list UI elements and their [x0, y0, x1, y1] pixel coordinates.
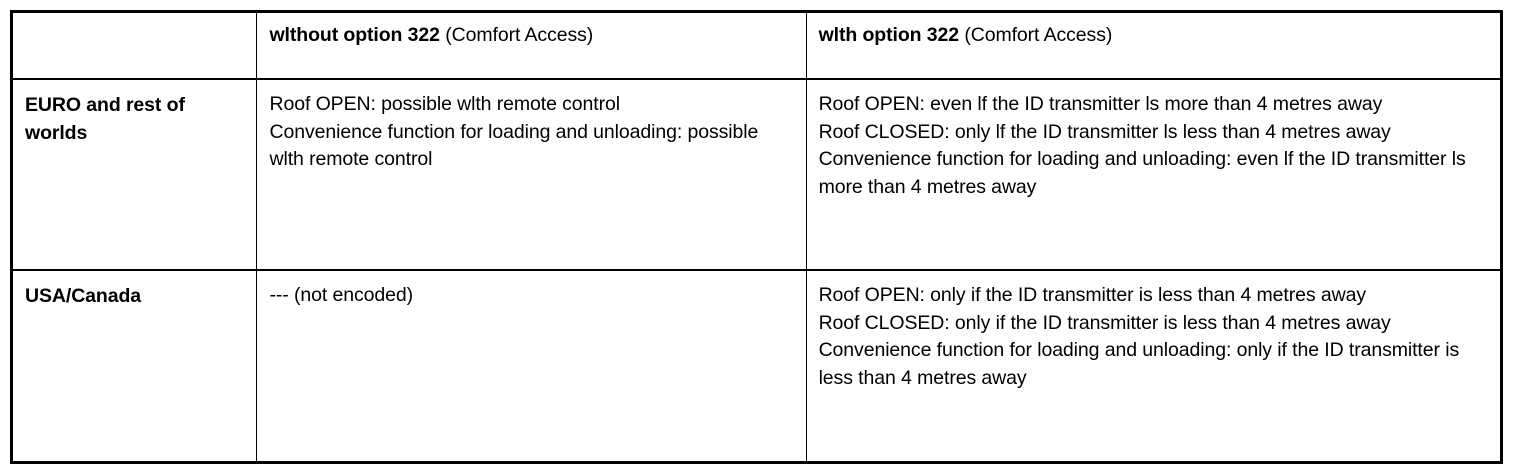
header-with-option-strong: wlth option 322	[818, 24, 960, 46]
header-without-option-rest: (Comfort Access)	[439, 24, 594, 46]
with-option-euro-para-1: Roof OPEN: even lf the ID transmitter ls…	[818, 93, 1383, 116]
cell-with-option-euro: Roof OPEN: even lf the ID transmitter ls…	[806, 79, 1502, 272]
without-option-euro-para-2: Convenience function for loading and unl…	[269, 120, 759, 171]
cell-with-option-usa-canada: Roof OPEN: only if the ID transmitter is…	[806, 270, 1502, 463]
region-name-usa-canada: USA/Canada	[25, 285, 142, 308]
region-name-euro: EURO and rest of worlds	[25, 94, 185, 144]
without-option-usa-canada-para-1: --- (not encoded)	[269, 284, 414, 307]
region-label-wrapper-euro: EURO and rest of worlds	[13, 80, 256, 157]
header-without-option-text: wlthout option 322 (Comfort Access)	[257, 13, 805, 58]
with-option-euro-para-2: Roof CLOSED: only lf the ID transmitter …	[818, 120, 1391, 143]
with-option-usa-canada-para-3: Convenience function for loading and unl…	[818, 339, 1460, 389]
without-option-euro-para-1: Roof OPEN: possible wlth remote control	[269, 93, 620, 116]
header-cell-with-option: wlth option 322 (Comfort Access)	[806, 11, 1502, 81]
table-row-usa-canada: USA/Canada --- (not encoded) Roof OPEN: …	[11, 270, 1502, 463]
table-row-euro: EURO and rest of worlds Roof OPEN: possi…	[11, 79, 1502, 272]
with-option-usa-canada-content: Roof OPEN: only if the ID transmitter is…	[807, 271, 1500, 402]
header-cell-region	[11, 11, 258, 81]
with-option-usa-canada-para-2: Roof CLOSED: only if the ID transmitter …	[818, 311, 1391, 334]
header-without-option-strong: wlthout option 322	[269, 24, 440, 46]
cell-region-euro: EURO and rest of worlds	[11, 79, 258, 272]
without-option-euro-content: Roof OPEN: possible wlth remote control …	[257, 80, 805, 184]
header-with-option-text: wlth option 322 (Comfort Access)	[807, 13, 1500, 58]
cell-without-option-usa-canada: --- (not encoded)	[256, 270, 807, 463]
region-label-wrapper-usa-canada: USA/Canada	[13, 271, 256, 321]
with-option-euro-content: Roof OPEN: even lf the ID transmitter ls…	[807, 80, 1500, 211]
with-option-euro-para-3: Convenience function for loading and unl…	[818, 148, 1466, 198]
without-option-usa-canada-content: --- (not encoded)	[257, 271, 805, 320]
header-region-empty	[13, 13, 256, 58]
cell-without-option-euro: Roof OPEN: possible wlth remote control …	[256, 79, 807, 272]
cell-region-usa-canada: USA/Canada	[11, 270, 258, 463]
header-with-option-rest: (Comfort Access)	[959, 24, 1113, 46]
comfort-access-spec-table: wlthout option 322 (Comfort Access) wlth…	[10, 10, 1503, 464]
blank-corner-cell	[25, 22, 244, 50]
with-option-usa-canada-para-1: Roof OPEN: only if the ID transmitter is…	[818, 284, 1366, 307]
header-cell-without-option: wlthout option 322 (Comfort Access)	[256, 11, 807, 81]
table-header-row: wlthout option 322 (Comfort Access) wlth…	[11, 11, 1502, 81]
